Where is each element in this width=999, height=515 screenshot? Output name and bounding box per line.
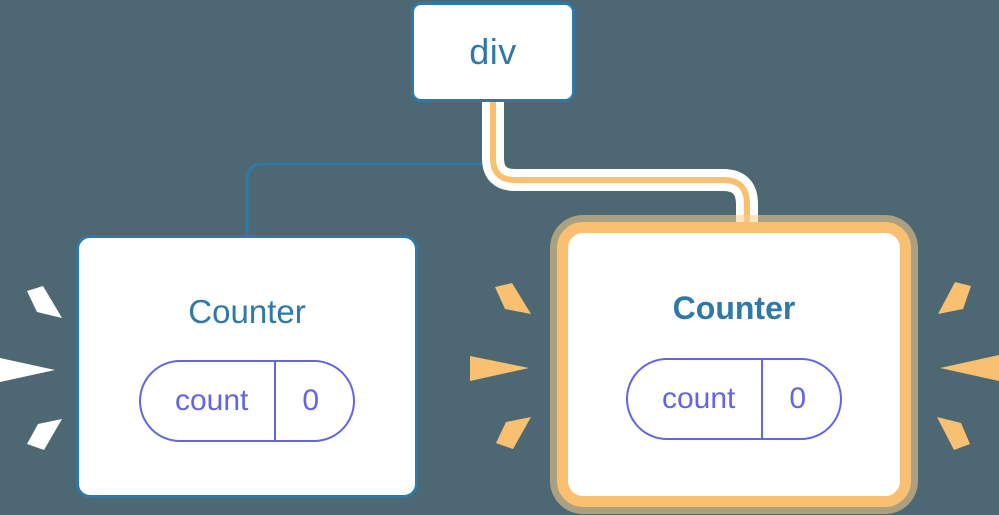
state-pill-right-key-cell: count: [628, 359, 764, 438]
node-div[interactable]: div: [411, 2, 575, 102]
sparkle-ray-icon: [937, 417, 970, 450]
node-counter-right[interactable]: Counter count 0: [557, 222, 911, 507]
node-counter-right-title: Counter: [672, 289, 796, 326]
state-pill-right-value-cell: 0: [763, 360, 840, 438]
sparkle-ray-icon: [496, 417, 531, 449]
edge-div-to-counter-right: [490, 97, 750, 243]
state-value-label: 0: [789, 381, 807, 415]
state-pill-left[interactable]: count 0: [138, 360, 356, 442]
node-counter-left[interactable]: Counter count 0: [76, 235, 418, 498]
sparkle-ray-icon: [0, 358, 55, 382]
sparkle-ray-icon: [27, 286, 62, 318]
node-counter-left-body: Counter count 0: [79, 238, 415, 495]
node-counter-left-title: Counter: [188, 293, 306, 330]
state-key-label: count: [661, 381, 736, 415]
state-key-label: count: [174, 384, 249, 417]
sparkle-ray-icon: [27, 419, 62, 450]
sparkle-ray-icon: [495, 283, 531, 314]
sparkle-ray-icon: [940, 355, 999, 381]
sparkle-ray-icon: [470, 356, 529, 381]
state-pill-left-value-cell: 0: [276, 362, 353, 440]
node-counter-right-body: Counter count 0: [568, 233, 900, 496]
node-div-label: div: [469, 31, 517, 72]
state-pill-right[interactable]: count 0: [625, 357, 843, 440]
state-pill-left-key-cell: count: [141, 362, 277, 440]
sparkle-ray-icon: [938, 282, 971, 314]
state-value-label: 0: [302, 384, 320, 417]
